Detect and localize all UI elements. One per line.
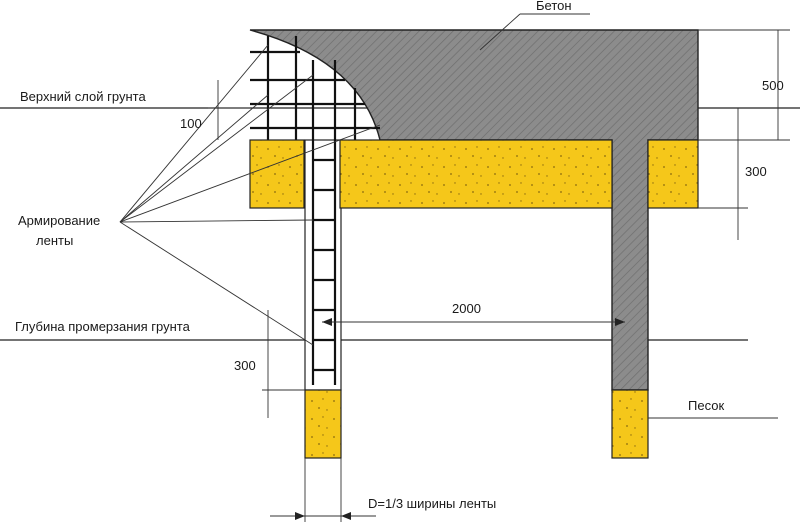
reinforcement-leaders: [119, 44, 381, 346]
sand-block-right: [647, 139, 699, 209]
dim-500: 500: [762, 78, 784, 93]
dim-300-right: 300: [745, 164, 767, 179]
reinforcement-cage: [250, 36, 380, 385]
sand-base-right: [611, 389, 649, 459]
reinforcement-label-1: Армирование: [18, 213, 100, 228]
sand-label: Песок: [688, 398, 724, 413]
sand-block-middle: [339, 139, 613, 209]
top-soil-label: Верхний слой грунта: [20, 89, 146, 104]
sand-base-left: [304, 389, 342, 459]
dim-300-left: 300: [234, 358, 256, 373]
sand-block-left: [249, 139, 305, 209]
concrete-label: Бетон: [536, 0, 572, 13]
reinforcement-label-2: ленты: [36, 233, 73, 248]
width-note: D=1/3 ширины ленты: [368, 496, 496, 511]
dim-100: 100: [180, 116, 202, 131]
dim-2000: 2000: [452, 301, 481, 316]
frost-depth-label: Глубина промерзания грунта: [15, 319, 191, 334]
